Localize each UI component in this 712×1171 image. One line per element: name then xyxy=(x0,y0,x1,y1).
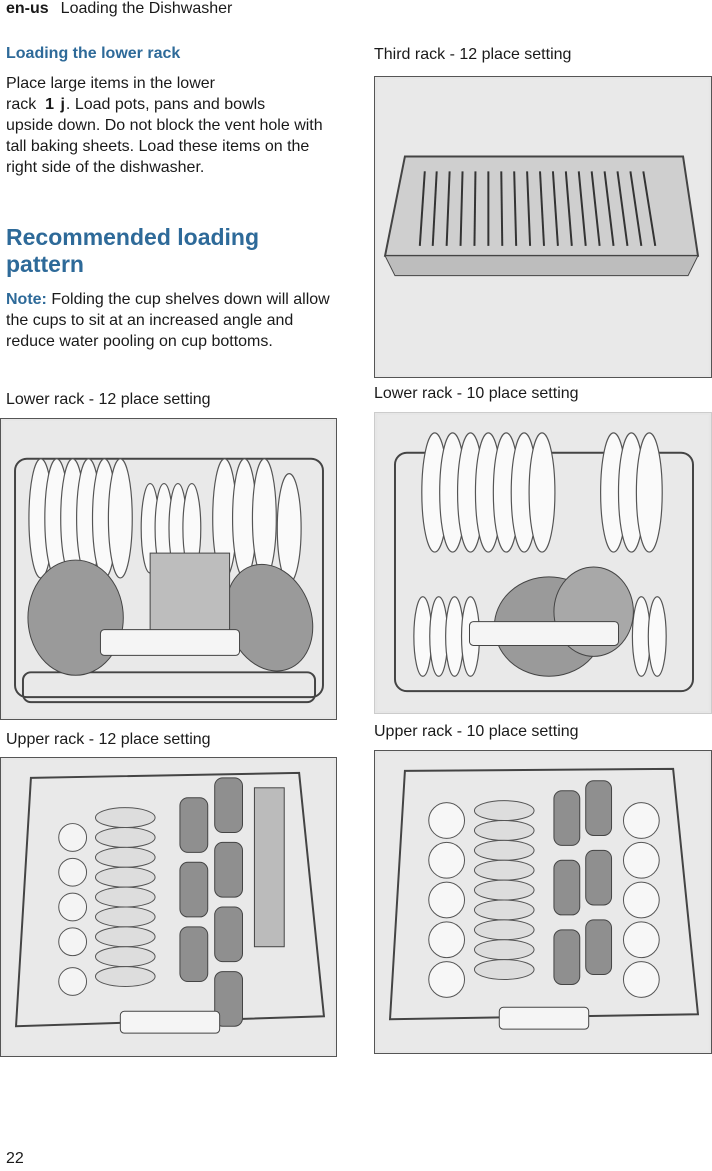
note-label: Note: xyxy=(6,291,47,308)
lower-rack-10-drawing xyxy=(377,414,709,712)
caption-lower-rack-10: Lower rack - 10 place setting xyxy=(374,385,579,402)
lower-rack-12-drawing xyxy=(3,420,334,718)
recommended-heading: Recommended loading pattern xyxy=(6,224,260,277)
language-code: en-us xyxy=(6,0,49,17)
upper-rack-12-image xyxy=(0,757,337,1057)
para-rest: upside down. Do not block the vent hole … xyxy=(6,117,323,176)
upper-rack-10-image xyxy=(374,750,712,1054)
section-paragraph: Place large items in the lower rack 1 j.… xyxy=(6,73,336,178)
page-header: en-us Loading the Dishwasher xyxy=(6,0,232,18)
caption-upper-rack-10: Upper rack - 10 place setting xyxy=(374,723,579,740)
caption-lower-rack-12: Lower rack - 12 place setting xyxy=(6,391,211,408)
note-text: Folding the cup shelves down will allow … xyxy=(6,291,330,350)
caption-third-rack-12: Third rack - 12 place setting xyxy=(374,46,572,63)
caption-upper-rack-12: Upper rack - 12 place setting xyxy=(6,731,211,748)
rack-reference: 1 j xyxy=(45,96,66,113)
upper-rack-12-drawing xyxy=(3,759,334,1055)
note-paragraph: Note: Folding the cup shelves down will … xyxy=(6,289,338,352)
para-line-2-rest: . Load pots, pans and bowls xyxy=(65,96,266,113)
para-line-2: rack 1 j. Load pots, pans and bowls xyxy=(6,94,336,115)
third-rack-12-drawing xyxy=(377,78,709,376)
para-line-1: Place large items in the lower xyxy=(6,75,215,92)
upper-rack-10-drawing xyxy=(377,752,709,1052)
third-rack-12-image xyxy=(374,76,712,378)
lower-rack-12-image xyxy=(0,418,337,720)
header-title: Loading the Dishwasher xyxy=(60,0,233,17)
lower-rack-10-image xyxy=(374,412,712,714)
page-number: 22 xyxy=(6,1150,24,1167)
rack-word: rack xyxy=(6,96,37,113)
section-heading: Loading the lower rack xyxy=(6,45,181,62)
